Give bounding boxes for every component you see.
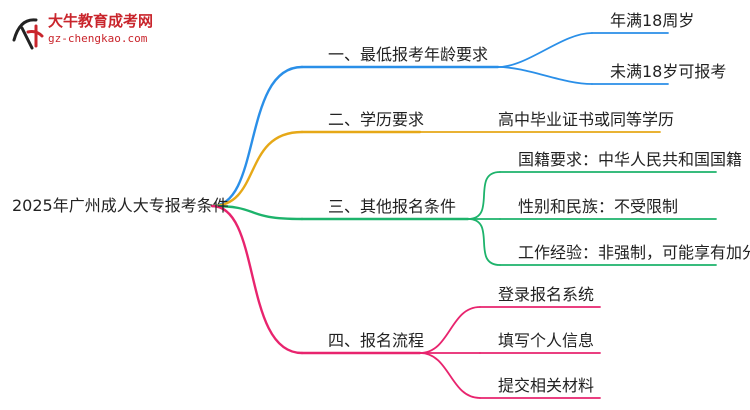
branch-3-curve: [210, 204, 304, 221]
logo-title: 大牛教育成考网: [48, 12, 154, 30]
branch-4-child-3-curve: [419, 352, 481, 399]
branch-3-child-3-curve: [467, 218, 501, 266]
logo-url: gz-chengkao.com: [48, 32, 148, 45]
branch-1-label: 一、最低报考年龄要求: [328, 45, 489, 64]
branch-4-child-1-curve: [419, 306, 481, 354]
branch-1-child-2-label: 未满18岁可报考: [610, 62, 727, 81]
branch-2-curve: [210, 130, 304, 208]
branch-1-child-1-label: 年满18周岁: [610, 11, 695, 30]
branch-3-label: 三、其他报名条件: [328, 197, 457, 216]
branch-2-child-1-label: 高中毕业证书或同等学历: [498, 110, 675, 129]
branch-4-child-2-label: 填写个人信息: [498, 331, 595, 350]
branch-4-child-1-label: 登录报名系统: [498, 285, 595, 304]
branch-4-child-3-label: 提交相关材料: [498, 376, 595, 395]
branch-3-child-1-curve: [467, 171, 501, 220]
root-node: 2025年广州成人大专报考条件: [12, 196, 229, 215]
logo: 大牛教育成考网 gz-chengkao.com: [6, 10, 176, 54]
branch-1-curve: [210, 65, 304, 208]
branch-1-child-1-curve: [497, 32, 593, 68]
branch-1-child-2-curve: [497, 66, 593, 85]
branch-3-child-2-label: 性别和民族：不受限制: [518, 197, 679, 216]
logo-mark-icon: [12, 18, 44, 50]
branch-4-label: 四、报名流程: [328, 331, 425, 350]
branch-3-child-3-label: 工作经验：非强制，可能享有加分: [518, 243, 750, 262]
branch-4-curve: [210, 204, 304, 355]
branch-2-label: 二、学历要求: [328, 110, 425, 129]
branch-3-child-1-label: 国籍要求：中华人民共和国国籍: [518, 150, 743, 169]
